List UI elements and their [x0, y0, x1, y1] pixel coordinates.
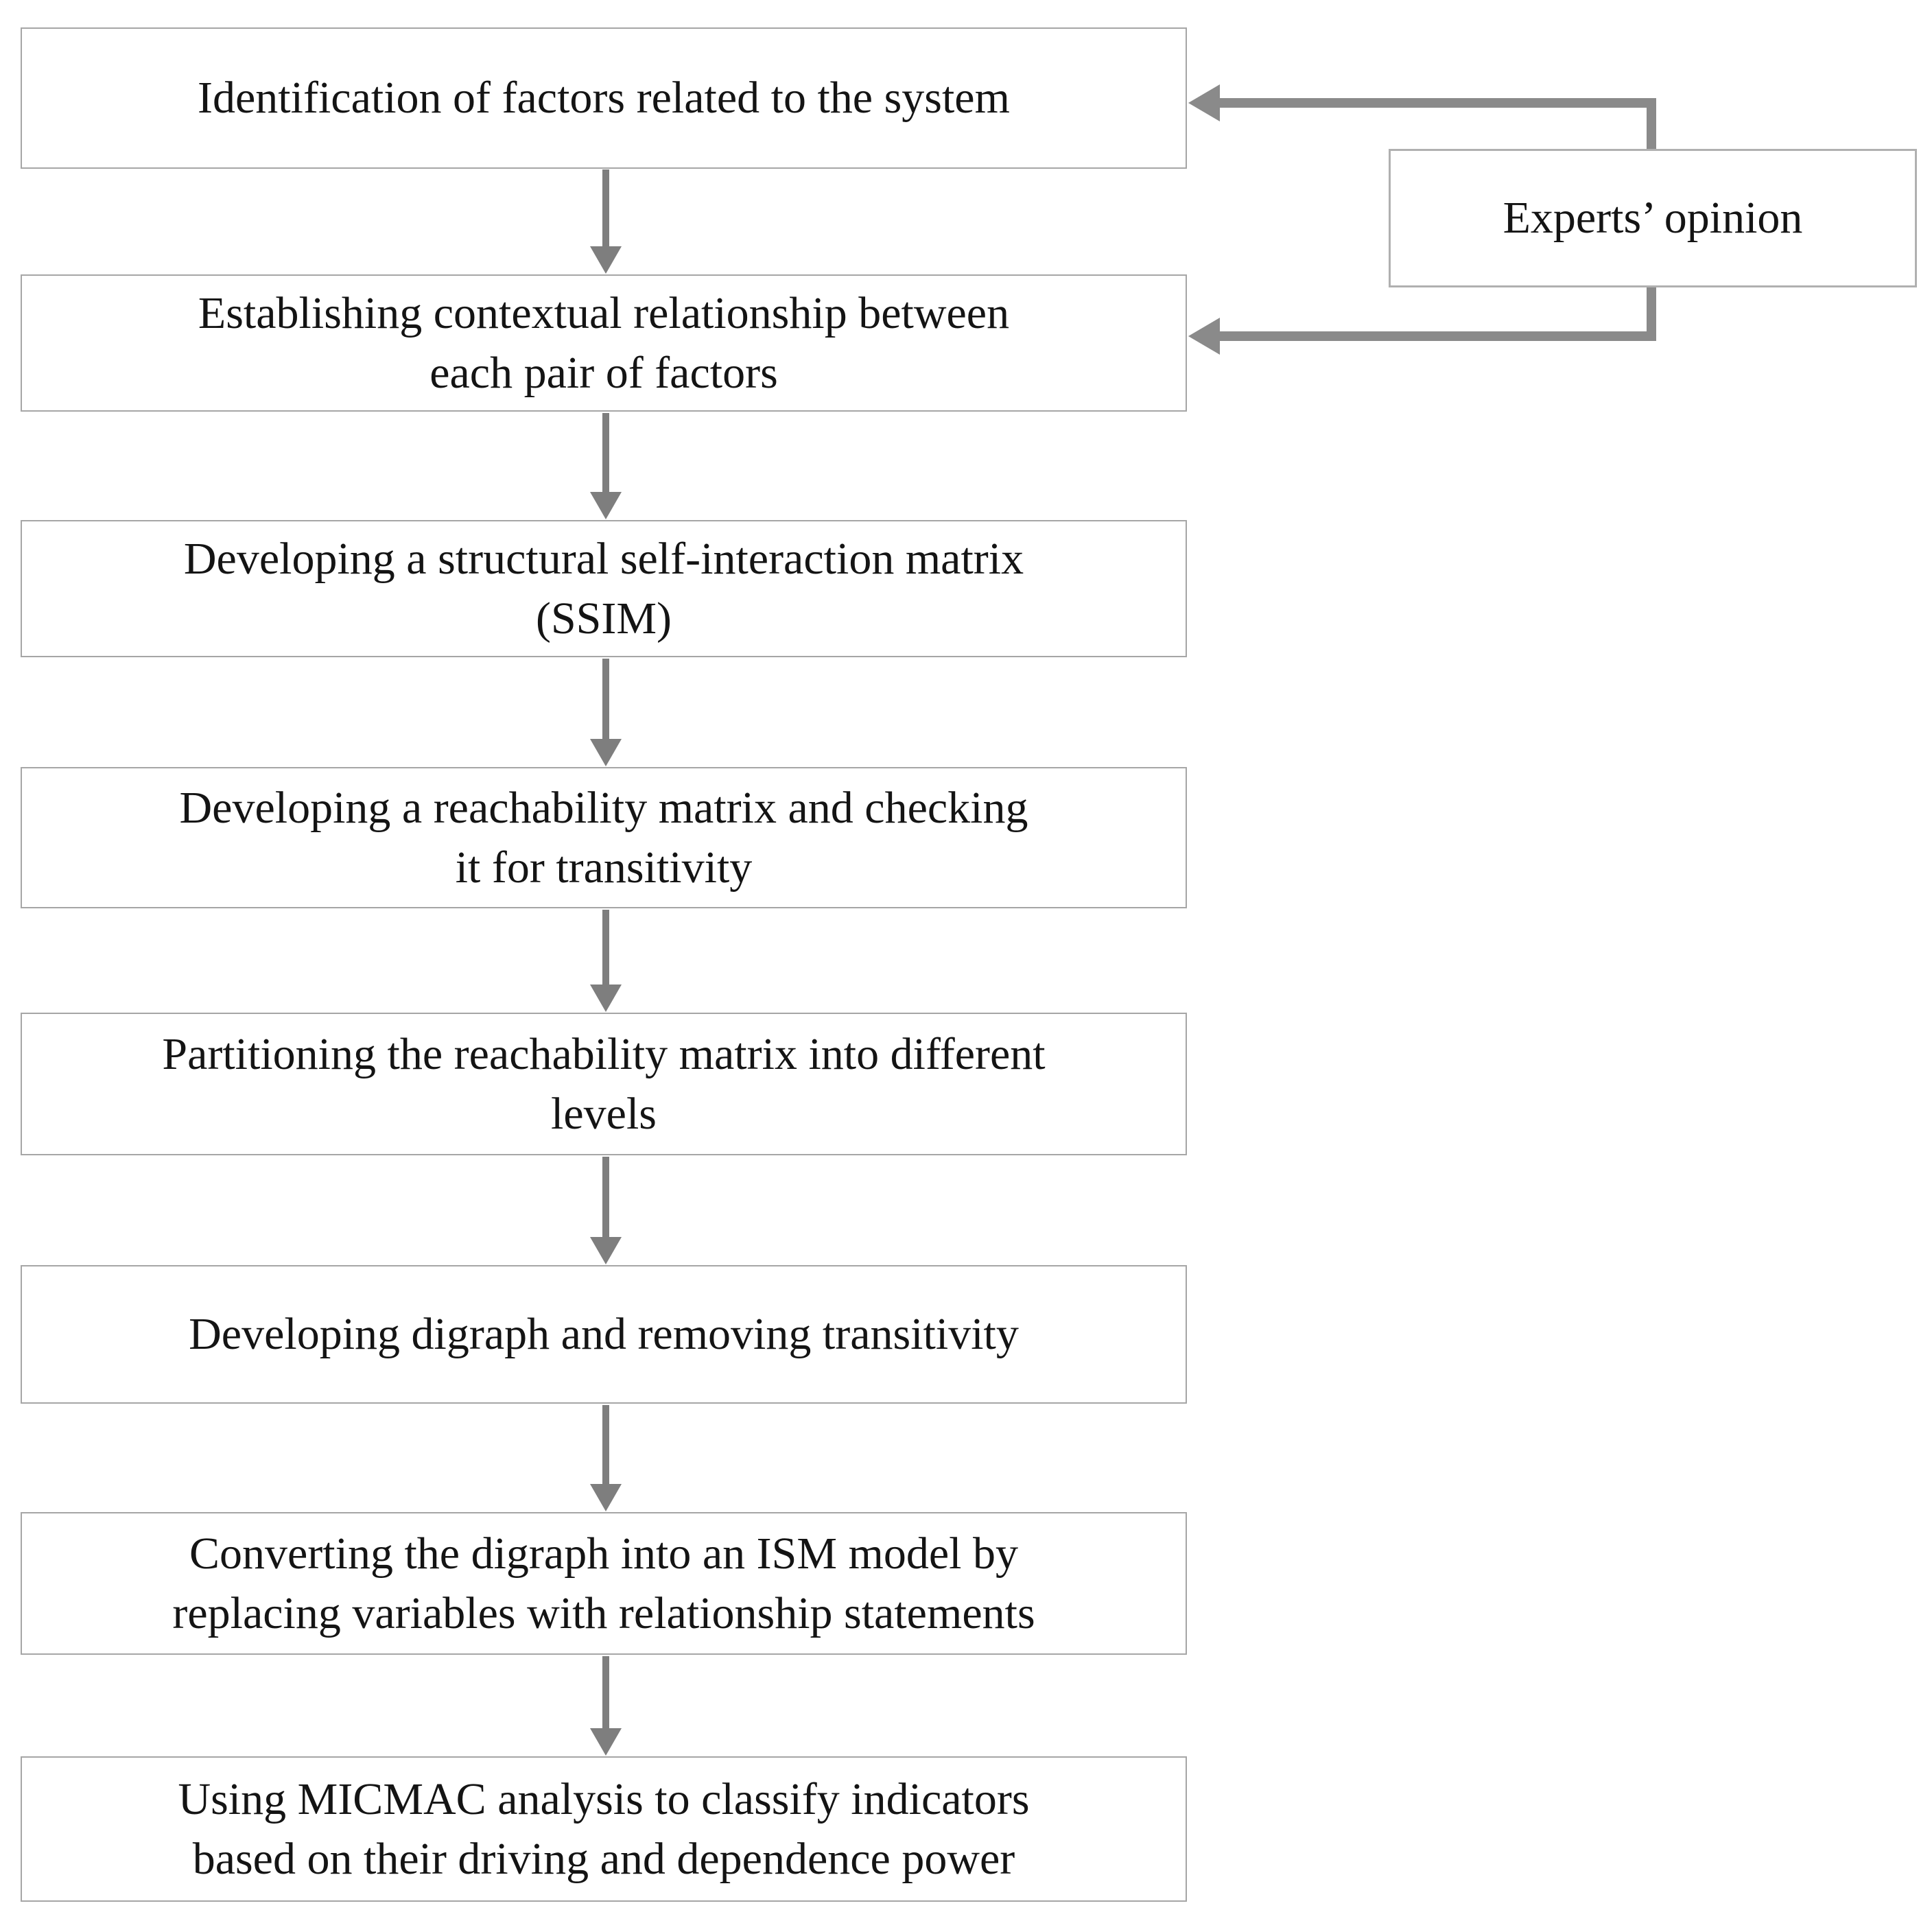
flow-arrow-shaft [602, 910, 609, 986]
arrow-left-icon [1188, 318, 1220, 355]
step-label: Using MICMAC analysis to classify indica… [178, 1773, 1030, 1884]
flow-arrow-shaft [602, 413, 609, 493]
flow-arrow-down-1 [590, 169, 622, 274]
flow-arrow-down-6 [590, 1405, 622, 1511]
arrow-down-icon [590, 492, 622, 519]
step-box-ism-model: Converting the digraph into an ISM model… [21, 1512, 1187, 1655]
step-label: Establishing contextual relationship bet… [198, 287, 1010, 398]
arrow-down-icon [590, 1484, 622, 1511]
step-box-level-partition: Partitioning the reachability matrix int… [21, 1013, 1187, 1155]
step-box-contextual-relationship: Establishing contextual relationship bet… [21, 274, 1187, 412]
step-label: Developing digraph and removing transiti… [189, 1309, 1019, 1360]
step-label: Developing a reachability matrix and che… [179, 782, 1028, 893]
flow-arrow-shaft [602, 169, 609, 248]
flow-arrow-down-2 [590, 413, 622, 519]
arrow-down-icon [590, 1237, 622, 1264]
step-label: Converting the digraph into an ISM model… [172, 1528, 1035, 1638]
step-box-ssim: Developing a structural self-interaction… [21, 520, 1187, 657]
arrow-down-icon [590, 1728, 622, 1756]
arrow-down-icon [590, 985, 622, 1012]
flow-arrow-down-4 [590, 910, 622, 1012]
flow-arrow-down-3 [590, 659, 622, 766]
flow-arrow-shaft [602, 659, 609, 740]
step-box-micmac-analysis: Using MICMAC analysis to classify indica… [21, 1756, 1187, 1902]
step-box-digraph: Developing digraph and removing transiti… [21, 1265, 1187, 1404]
step-label: Identification of factors related to the… [198, 73, 1010, 123]
flow-arrow-shaft [602, 1157, 609, 1238]
step-box-reachability-matrix: Developing a reachability matrix and che… [21, 767, 1187, 908]
step-label: Developing a structural self-interaction… [183, 533, 1024, 644]
connector-line-bottom [1216, 331, 1656, 341]
arrow-left-icon [1188, 84, 1220, 121]
experts-opinion-label: Experts’ opinion [1503, 193, 1803, 243]
connector-line-top [1216, 98, 1656, 108]
arrow-down-icon [590, 246, 622, 274]
flow-arrow-down-7 [590, 1656, 622, 1756]
experts-opinion-box: Experts’ opinion [1389, 149, 1917, 287]
flow-arrow-down-5 [590, 1157, 622, 1264]
flow-arrow-shaft [602, 1656, 609, 1730]
step-label: Partitioning the reachability matrix int… [162, 1028, 1046, 1139]
step-box-identification: Identification of factors related to the… [21, 27, 1187, 169]
flow-arrow-shaft [602, 1405, 609, 1485]
arrow-down-icon [590, 739, 622, 766]
